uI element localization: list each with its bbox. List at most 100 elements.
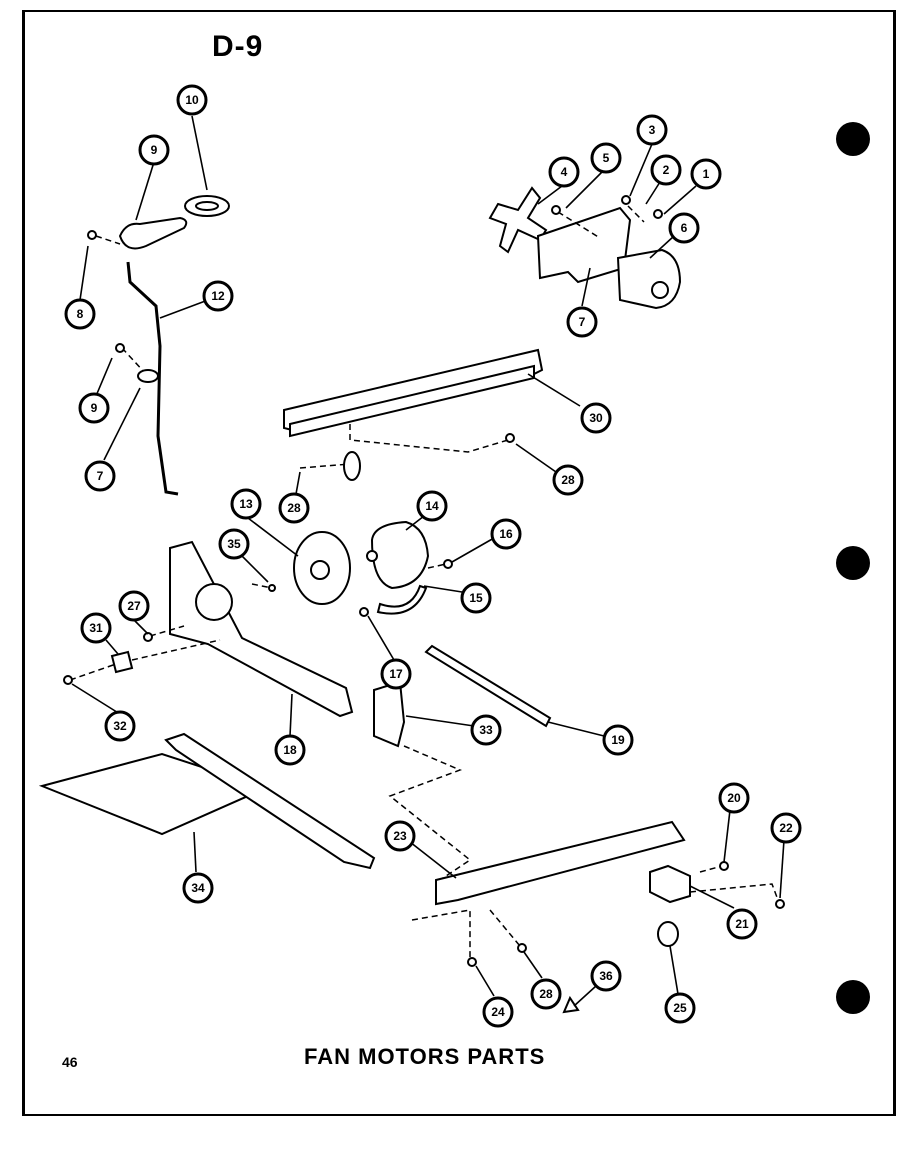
leader-lines bbox=[71, 115, 785, 1007]
svg-text:4: 4 bbox=[561, 165, 568, 179]
part-7-bracket bbox=[536, 206, 632, 284]
part-35-screw-line bbox=[251, 583, 273, 589]
part-22-screw-line bbox=[689, 883, 779, 901]
callout-22: 22 bbox=[770, 812, 802, 844]
part-1-screw bbox=[653, 209, 663, 219]
svg-text:28: 28 bbox=[561, 473, 575, 487]
part-20-screw-line bbox=[699, 865, 723, 873]
part-6-motor bbox=[616, 248, 682, 310]
part-27-screw-line bbox=[149, 625, 185, 637]
part-9-screw-top bbox=[87, 230, 97, 240]
callout-33: 33 bbox=[470, 714, 502, 746]
callout-31: 31 bbox=[80, 612, 112, 644]
part-24-screw-line bbox=[411, 909, 521, 960]
svg-text:30: 30 bbox=[589, 411, 603, 425]
callout-18: 18 bbox=[274, 734, 306, 766]
svg-text:13: 13 bbox=[239, 497, 253, 511]
callout-2: 2 bbox=[650, 154, 682, 186]
part-9-screw-bottom bbox=[115, 343, 125, 353]
part-22-screw bbox=[775, 899, 785, 909]
callout-30: 30 bbox=[580, 402, 612, 434]
part-30-screw-line bbox=[349, 424, 509, 453]
part-17-washer bbox=[359, 607, 369, 617]
callout-4: 4 bbox=[548, 156, 580, 188]
part-13-fan-hub bbox=[310, 560, 330, 580]
part-36-clip bbox=[562, 995, 580, 1014]
part-19-rail bbox=[424, 644, 552, 728]
svg-text:28: 28 bbox=[539, 987, 553, 1001]
callout-35-upper: 35 bbox=[218, 528, 250, 560]
callout-3: 3 bbox=[636, 114, 668, 146]
part-16-screw bbox=[443, 559, 453, 569]
callout-12: 12 bbox=[202, 280, 234, 312]
callout-21: 21 bbox=[726, 908, 758, 940]
part-35-screw bbox=[268, 584, 276, 592]
svg-text:19: 19 bbox=[611, 733, 625, 747]
svg-text:28: 28 bbox=[287, 501, 301, 515]
page-caption: FAN MOTORS PARTS bbox=[304, 1044, 546, 1069]
part-23-channel bbox=[435, 820, 686, 906]
callout-25: 25 bbox=[664, 992, 696, 1024]
part-11-gasket-inner bbox=[195, 201, 219, 211]
svg-text:27: 27 bbox=[127, 599, 141, 613]
svg-text:36: 36 bbox=[599, 969, 613, 983]
page-number: 46 bbox=[62, 1054, 78, 1070]
callout-1: 1 bbox=[690, 158, 722, 190]
binder-hole-middle bbox=[836, 546, 870, 580]
page-code: D-9 bbox=[212, 30, 264, 63]
part-14-motor bbox=[370, 520, 430, 590]
svg-text:14: 14 bbox=[425, 499, 439, 513]
callout-34: 34 bbox=[182, 872, 214, 904]
callout-27: 27 bbox=[118, 590, 150, 622]
callout-15: 15 bbox=[460, 582, 492, 614]
svg-text:10: 10 bbox=[185, 93, 199, 107]
svg-text:34: 34 bbox=[191, 881, 205, 895]
svg-text:9: 9 bbox=[151, 143, 158, 157]
callout-19: 19 bbox=[602, 724, 634, 756]
part-24-screw bbox=[467, 957, 477, 967]
svg-text:35: 35 bbox=[227, 537, 241, 551]
svg-text:7: 7 bbox=[97, 469, 104, 483]
svg-text:8: 8 bbox=[77, 307, 84, 321]
svg-text:20: 20 bbox=[727, 791, 741, 805]
part-21-block bbox=[649, 864, 691, 904]
part-27-screw bbox=[143, 632, 153, 642]
part-28-screw-right bbox=[505, 433, 515, 443]
callout-32: 32 bbox=[104, 710, 136, 742]
callout-7: 7 bbox=[566, 306, 598, 338]
callout-13: 13 bbox=[230, 488, 262, 520]
callout-28-bottom: 28 bbox=[530, 978, 562, 1010]
callout-28-left: 28 bbox=[278, 492, 310, 524]
svg-text:23: 23 bbox=[393, 829, 407, 843]
part-20-screw bbox=[719, 861, 729, 871]
page-frame bbox=[22, 10, 896, 1116]
callout-8: 7 bbox=[84, 460, 116, 492]
svg-text:16: 16 bbox=[499, 527, 513, 541]
svg-text:33: 33 bbox=[479, 723, 493, 737]
svg-text:1: 1 bbox=[703, 167, 710, 181]
svg-text:24: 24 bbox=[491, 1005, 505, 1019]
callout-16: 16 bbox=[490, 518, 522, 550]
svg-text:2: 2 bbox=[663, 163, 670, 177]
callout-9-bottom: 9 bbox=[78, 392, 110, 424]
part-32-screw bbox=[63, 675, 73, 685]
callout-17: 17 bbox=[380, 658, 412, 690]
part-12-rod bbox=[126, 261, 179, 496]
part-15-bracket bbox=[376, 584, 428, 615]
svg-text:25: 25 bbox=[673, 1001, 687, 1015]
motor-screw-line bbox=[557, 205, 645, 239]
part-9-screw-line-top bbox=[95, 235, 121, 245]
svg-text:17: 17 bbox=[389, 667, 403, 681]
svg-text:32: 32 bbox=[113, 719, 127, 733]
part-10-knob bbox=[118, 216, 188, 250]
svg-text:12: 12 bbox=[211, 289, 225, 303]
svg-text:31: 31 bbox=[89, 621, 103, 635]
part-33-bracket bbox=[373, 680, 406, 748]
callout-20: 20 bbox=[718, 782, 750, 814]
callout-11: 10 bbox=[176, 84, 208, 116]
svg-text:3: 3 bbox=[649, 123, 656, 137]
callout-5: 5 bbox=[590, 142, 622, 174]
callout-36: 36 bbox=[590, 960, 622, 992]
svg-text:18: 18 bbox=[283, 743, 297, 757]
